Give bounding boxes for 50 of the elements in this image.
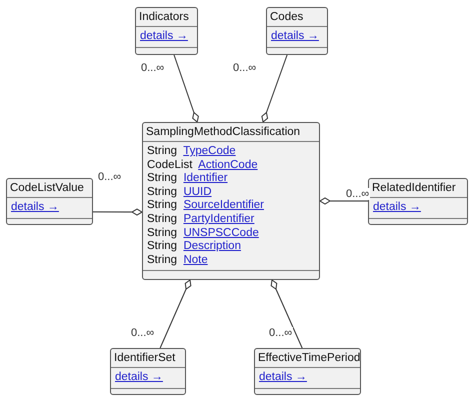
aggregation-line [261,54,288,122]
attribute-link: Note [183,254,208,266]
attribute-row-text: String TypeCode [147,145,237,159]
attribute-row-text: String PartyIdentifier [147,212,256,227]
multiplicity-label: 0...∞ [268,327,294,339]
attribute-row-text: CodeList ActionCode [147,158,259,172]
class-name: RelatedIdentifier [372,182,456,194]
class-box [254,348,361,395]
class-box [110,348,186,395]
multiplicity-label: 0...∞ [140,62,166,74]
attribute-row-text: String UUID [147,186,213,200]
class-name: IdentifierSet [114,352,176,364]
multiplicity-label: 0...∞ [130,327,156,339]
class-box [135,7,198,55]
attribute-link: Identifier [183,172,228,184]
aggregation-line [320,198,368,204]
attribute-link: UNSPSCCode [183,226,259,239]
aggregation-line [92,208,142,216]
class-box [142,122,320,280]
attribute-link: SourceIdentifier [183,199,264,212]
attribute-link: Description [183,240,241,252]
attribute-link: PartyIdentifier [183,212,254,225]
details-link: details → [140,30,188,42]
attribute-row-text: String SourceIdentifier [147,199,265,213]
class-name: CodeListValue [10,182,84,194]
attribute-row-text: String Identifier [147,172,229,186]
attribute-row-text: String Description [147,240,242,254]
details-link: details → [373,201,421,213]
class-box [368,178,468,225]
attribute-link: ActionCode [198,158,258,171]
aggregation-line [174,54,199,122]
multiplicity-label: 0...∞ [97,171,122,183]
class-name: Codes [270,11,304,23]
multiplicity-label: 0...∞ [345,188,370,200]
class-name: Indicators [139,11,189,23]
class-name: SamplingMethodClassification [146,126,300,138]
multiplicity-label: 0...∞ [232,62,258,74]
class-box [6,178,93,225]
aggregation-line [160,280,192,348]
aggregation-line [270,280,303,348]
attribute-link: TypeCode [183,145,236,157]
details-link: details → [271,30,319,42]
class-box [266,7,328,55]
attribute-row-text: String UNSPSCCode [147,226,260,240]
attribute-row-text: String Note [147,254,209,268]
attribute-link: UUID [183,186,212,198]
details-link: details → [259,371,307,383]
details-link: details → [115,371,163,383]
details-link: details → [11,201,59,213]
class-name: EffectiveTimePeriod [258,352,360,364]
